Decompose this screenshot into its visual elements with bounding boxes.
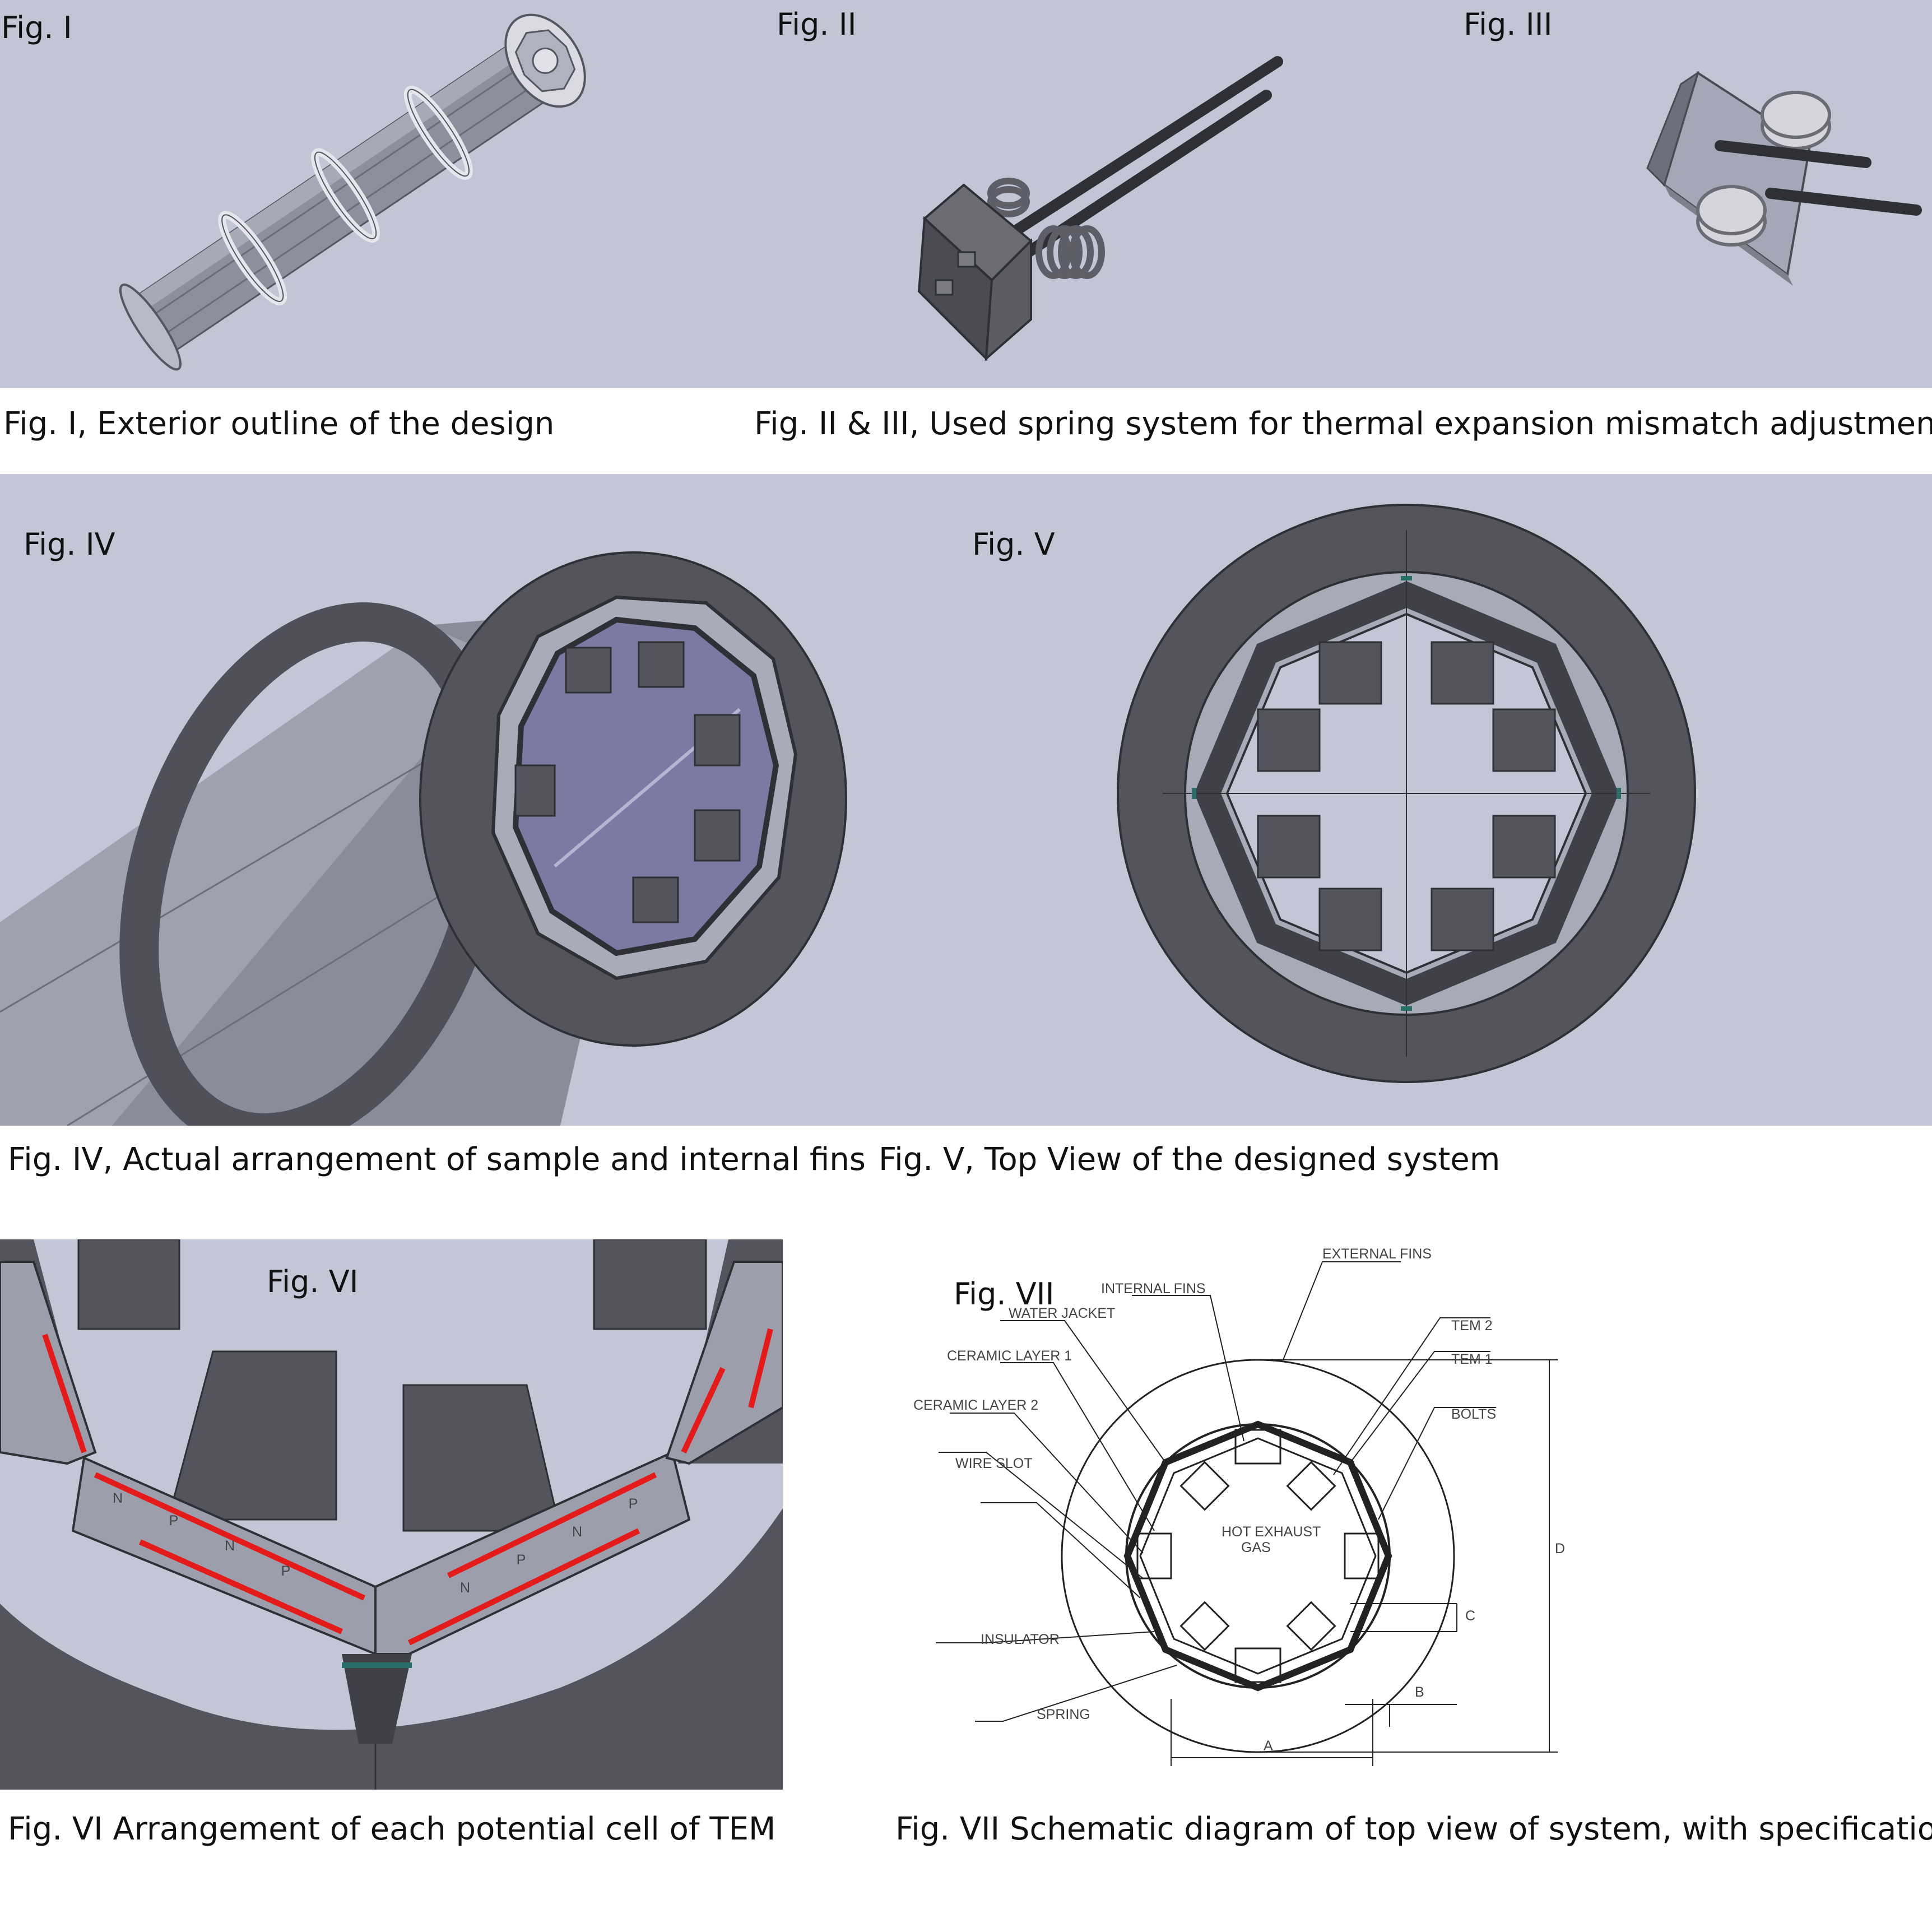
fig6-cell-label-3: P	[281, 1563, 291, 1579]
spring-system-drawing	[917, 56, 1922, 361]
fig7-dim-a: A	[1264, 1738, 1273, 1754]
fig6-cell-label-5: P	[517, 1552, 526, 1568]
fig4-cylinder-drawing	[0, 551, 847, 1126]
fig7-label-ceramic-layer-1: CERAMIC LAYER 1	[947, 1348, 1072, 1364]
fig2-3-caption: Fig. II & III, Used spring system for th…	[754, 406, 1932, 442]
fig7-label-tem2: TEM 2	[1451, 1318, 1493, 1334]
fig7-label-spring: SPRING	[1037, 1707, 1090, 1722]
fig7-label-internal-fins: INTERNAL FINS	[1101, 1281, 1206, 1297]
fig7-dim-c: C	[1465, 1608, 1475, 1624]
fig6-render: N P N P N P N P	[0, 1239, 783, 1790]
fig7-label-tem1: TEM 1	[1451, 1351, 1493, 1367]
fig6-cell-label-6: N	[572, 1524, 582, 1540]
fig2-tag: Fig. II	[777, 7, 857, 42]
fig7-tag: Fig. VII	[954, 1276, 1055, 1312]
fig7-label-wire-slot: WIRE SLOT	[955, 1456, 1033, 1471]
fig7-label-ceramic-layer-2: CERAMIC LAYER 2	[913, 1397, 1038, 1413]
fig4-tag: Fig. IV	[24, 527, 115, 562]
fig7-label-gas: GAS	[1241, 1540, 1271, 1555]
fig6-cell-label-0: N	[113, 1490, 123, 1506]
fig7-schematic-drawing: EXTERNAL FINS INTERNAL FINS WATER JACKET…	[913, 1246, 1565, 1766]
fig7-schematic: EXTERNAL FINS INTERNAL FINS WATER JACKET…	[897, 1239, 1569, 1800]
fig2-3-render	[695, 0, 1932, 388]
fig1-render	[0, 0, 695, 388]
fig6-cell-label-2: N	[225, 1538, 235, 1554]
fig6-caption: Fig. VI Arrangement of each potential ce…	[8, 1811, 776, 1847]
fig7-label-insulator: INSULATOR	[981, 1632, 1060, 1647]
fig2-spring-assembly	[917, 56, 1283, 361]
fig7-label-external-fins: EXTERNAL FINS	[1322, 1246, 1432, 1262]
fig5-top-view-drawing	[1117, 504, 1696, 1083]
fig6-tag: Fig. VI	[267, 1264, 359, 1299]
fig6-cell-label-7: P	[629, 1496, 638, 1512]
fig1-cylinder-drawing	[119, 13, 586, 371]
fig6-tem-cell-drawing: N P N P N P N P	[0, 1239, 783, 1790]
fig4-caption: Fig. IV, Actual arrangement of sample an…	[8, 1141, 866, 1178]
fig3-spring-block	[1646, 71, 1922, 286]
fig3-tag: Fig. III	[1464, 7, 1553, 42]
fig7-dim-b: B	[1415, 1684, 1424, 1700]
fig6-cell-label-1: P	[169, 1513, 179, 1529]
fig7-label-bolts: BOLTS	[1451, 1406, 1496, 1422]
fig7-caption: Fig. VII Schematic diagram of top view o…	[895, 1811, 1932, 1847]
fig7-dim-d: D	[1555, 1541, 1565, 1557]
fig5-caption: Fig. V, Top View of the designed system	[879, 1141, 1501, 1178]
fig5-tag: Fig. V	[972, 527, 1055, 562]
fig7-label-water-jacket: WATER JACKET	[1009, 1306, 1115, 1321]
fig6-cell-label-4: N	[460, 1580, 470, 1596]
fig1-caption: Fig. I, Exterior outline of the design	[3, 406, 555, 442]
fig5-render	[860, 474, 1932, 1126]
fig4-render	[0, 474, 860, 1126]
fig7-label-hot-exhaust: HOT EXHAUST	[1222, 1524, 1321, 1540]
fig1-tag: Fig. I	[1, 10, 72, 45]
